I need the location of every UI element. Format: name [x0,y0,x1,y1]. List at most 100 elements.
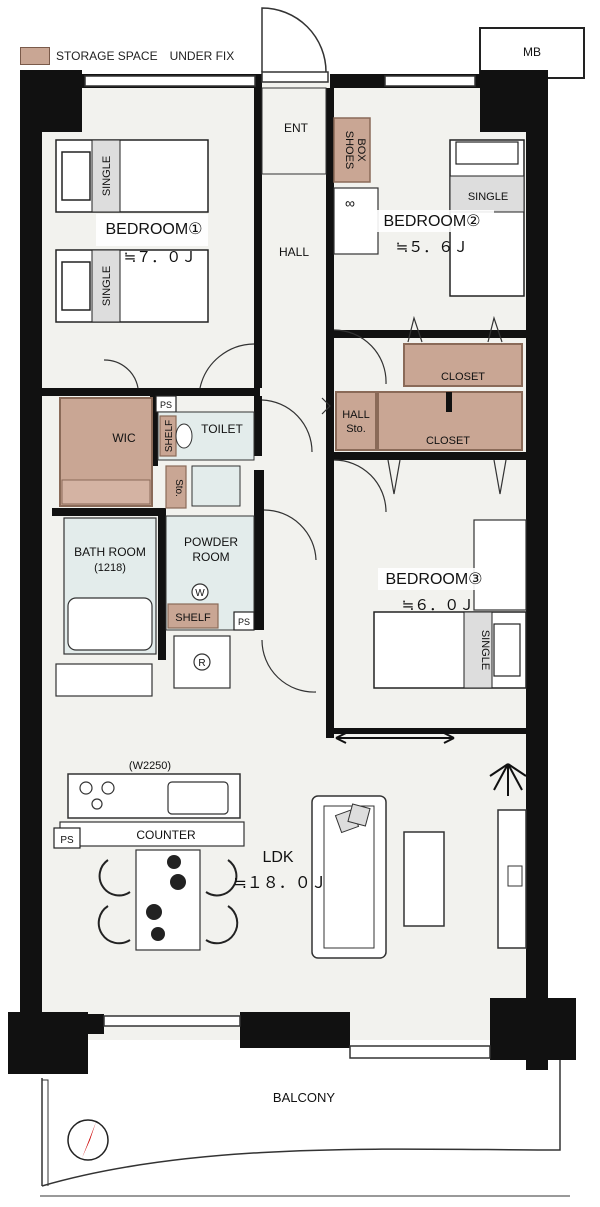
bed-1b-label: SINGLE [101,266,113,306]
bedroom1-label-bg [96,214,208,246]
bath-size-label: (1218) [94,562,126,574]
balcony-label: BALCONY [273,1090,335,1105]
wic-door [103,359,139,389]
entrance-door [261,7,327,73]
closet-bedroom2 [403,343,523,387]
fridge-label: R [198,658,205,669]
powder-storage [165,465,187,509]
shoes-box-label-1: SHOES [343,131,355,170]
ent-label: ENT [284,121,309,135]
bedroom2-door [333,329,387,385]
hall-sto-door [321,397,331,415]
bedroom2-size: ≒５．６Ｊ [396,239,469,256]
plate-3 [146,904,162,920]
pillow-2 [455,141,519,165]
ps-label-2: PS [238,617,250,627]
closet2-doors [407,315,503,343]
powder-room-label-1: POWDER [184,535,238,549]
sto-label: Sto. [173,479,184,497]
bedroom1-size: ≒７．０Ｊ [124,249,197,266]
closet3-label: CLOSET [426,435,470,447]
bedroom3-label-bg [378,568,492,590]
bedroom1-door [199,343,255,389]
powder-shelf [167,603,219,629]
ldk-size: ≒１８．０Ｊ [233,875,326,892]
closet-divider [446,392,452,412]
cushion-2 [347,803,371,827]
hall-storage [335,391,377,451]
bedroom3-name: BEDROOM③ [385,571,482,588]
ps-label-3: PS [60,835,74,846]
vanity [191,465,241,507]
tv [507,865,523,887]
kitchen-width-label: (W2250) [129,760,171,772]
kitchen-cabinet [55,663,153,697]
plate-1 [167,855,181,869]
washer-label: W [195,588,205,599]
entrance-area [261,87,327,175]
ps-box-3 [53,827,81,849]
closet3-doors [387,459,507,495]
bath-room-label: BATH ROOM [74,545,146,559]
closet2-label: CLOSET [441,371,485,383]
bed-2-label: SINGLE [468,191,508,203]
storage-space-swatch [20,47,50,65]
stove-burner-3 [91,798,103,810]
ps-box-2 [233,611,255,631]
ldk-door [261,639,317,693]
washer-icon [191,583,209,601]
stove-burner-2 [101,781,115,795]
bedroom2-label-bg [376,210,494,232]
bed-3-label: SINGLE [479,630,491,670]
shoes-box-label-2: BOX [355,138,367,162]
mb-label: MB [523,45,541,59]
legend: STORAGE SPACE UNDER FIX [20,46,234,66]
bedroom3-door [333,459,387,513]
wic-shelf [61,479,151,505]
bed-2-cover [449,175,525,213]
toilet-label: TOILET [201,422,243,436]
powder-room-door [263,509,317,561]
bathtub [67,597,153,651]
toilet-door [261,399,313,453]
toilet-bowl [175,423,193,449]
wic-label: WIC [112,431,136,445]
ps-label-1: PS [160,400,172,410]
legend-label: STORAGE SPACE [56,49,158,63]
ldk-name: LDK [262,849,293,866]
powder-room-label-2: ROOM [192,550,229,564]
shoes-box [333,117,371,183]
glasses-icon: ∞ [345,195,355,211]
sliding-door-arrowheads [335,732,455,744]
plate-2 [170,874,186,890]
hall-sto-label-2: Sto. [346,423,366,435]
bed-1a-cover [91,139,121,213]
windows [84,71,491,1059]
fridge-icon [193,653,211,671]
stove-burner-1 [79,781,93,795]
kitchen-sink [167,781,229,815]
coffee-table [403,831,445,927]
desk-3 [473,519,527,611]
dining-chairs [97,859,239,945]
bedroom1-name: BEDROOM① [105,221,202,238]
bedroom3-size: ≒６．０Ｊ [402,597,475,614]
pillow-1b [61,261,91,311]
counter [59,821,245,847]
toilet-shelf-label: SHELF [164,420,175,452]
balcony-rail [42,1079,49,1186]
bed-1a-label: SINGLE [101,156,113,196]
desk-2 [333,187,379,255]
bedroom2-name: BEDROOM② [383,213,480,230]
balcony-outline [41,1060,561,1187]
hall-label: HALL [279,245,309,259]
plant-icon [489,763,527,796]
pillow-3 [493,623,521,677]
counter-label: COUNTER [136,828,196,842]
legend-note: UNDER FIX [169,49,235,63]
pillow-1a [61,151,91,201]
dining-table [135,849,201,951]
north-compass-icon [67,1119,109,1161]
plate-4 [151,927,165,941]
